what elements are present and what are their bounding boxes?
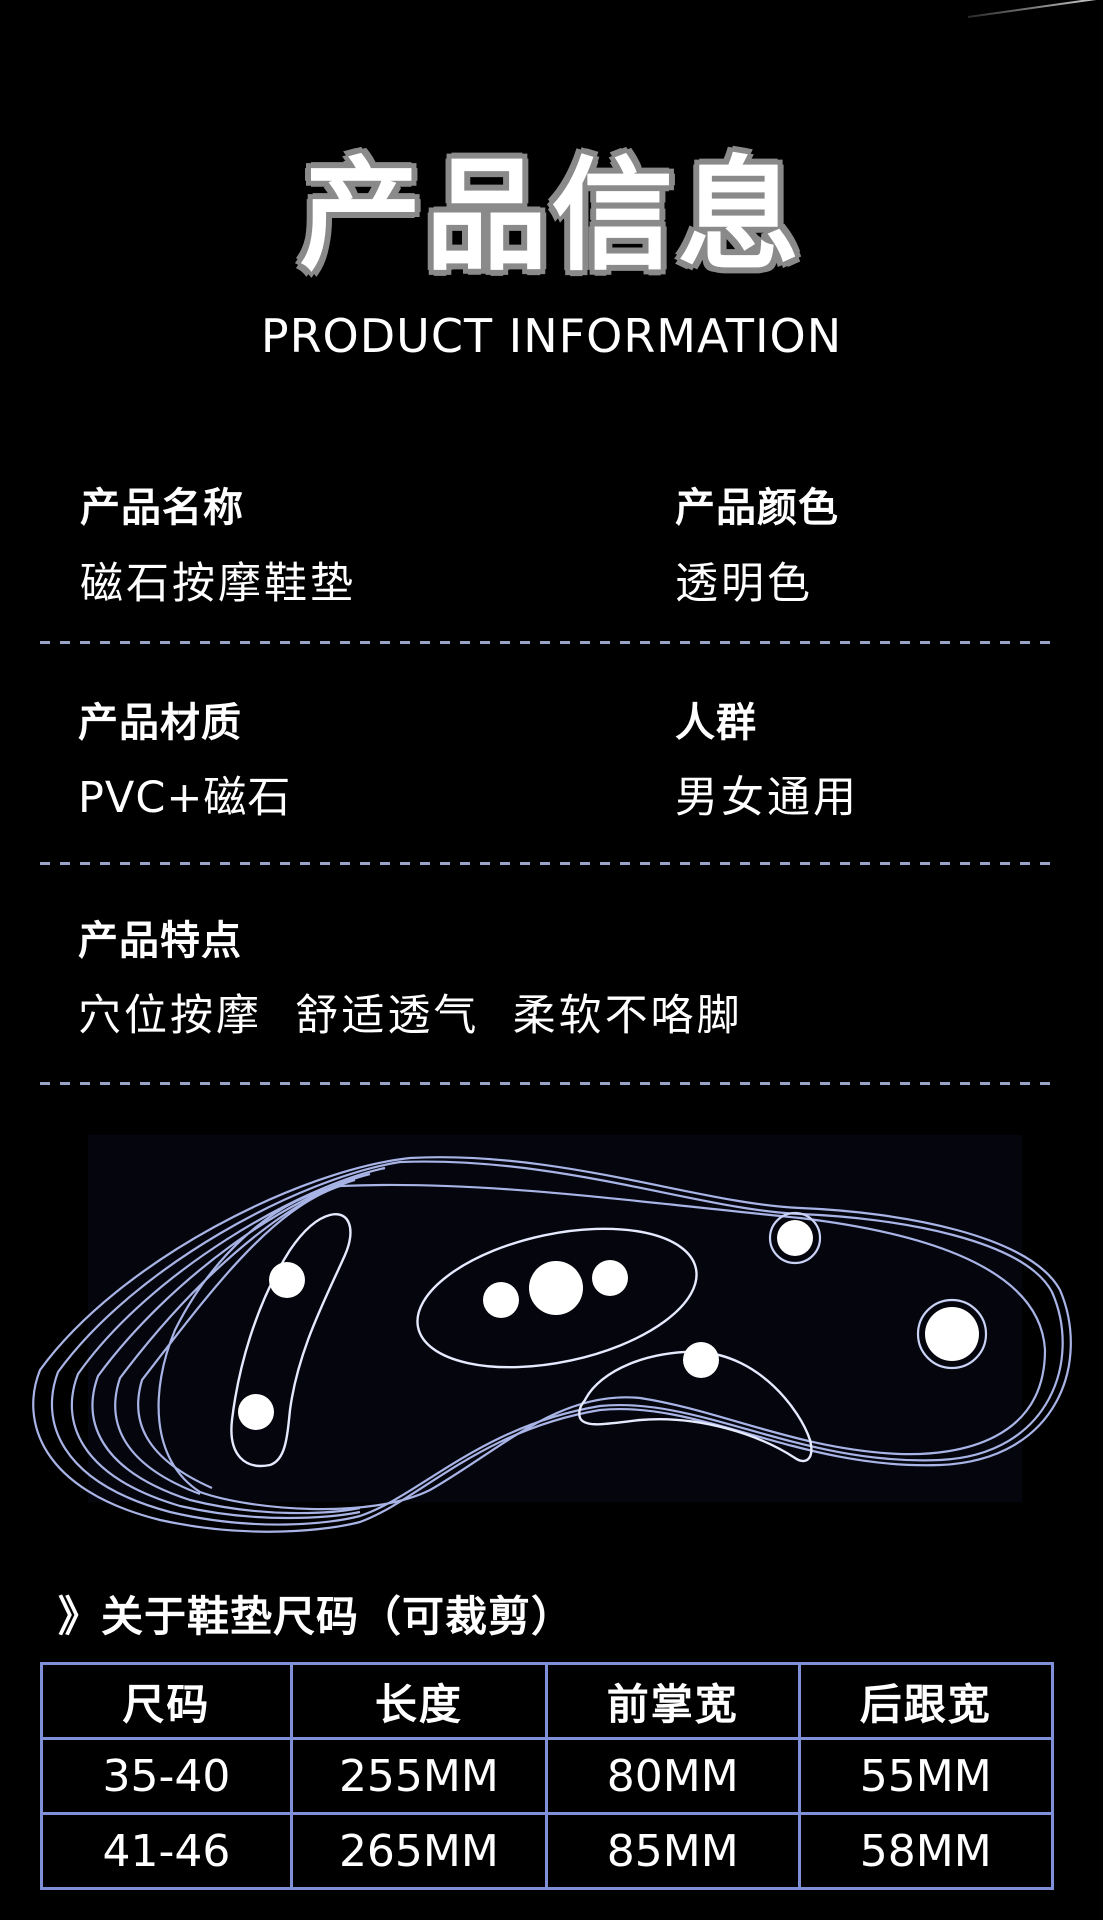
page-title: 产品信息	[299, 145, 804, 287]
acupoint-dot	[683, 1342, 719, 1378]
cell-length: 265MM	[289, 1812, 549, 1890]
column-header-size: 尺码	[40, 1662, 293, 1740]
acupoint-dot	[925, 1307, 979, 1361]
insole-diagram	[32, 1156, 1072, 1533]
size-table: 尺码 长度 前掌宽 后跟宽 35-40 255MM 80MM 55MM 41-4…	[40, 1662, 1054, 1890]
product-features-value: 穴位按摩 舒适透气 柔软不咯脚	[78, 991, 743, 1041]
cell-heel-width: 58MM	[797, 1812, 1054, 1890]
acupoint-dot	[269, 1262, 305, 1298]
divider	[40, 1082, 1056, 1085]
product-color-label: 产品颜色	[675, 485, 839, 531]
audience-label: 人群	[675, 700, 757, 746]
size-section-heading: 》关于鞋垫尺码（可裁剪）	[58, 1592, 575, 1641]
audience-value: 男女通用	[675, 773, 859, 823]
page-subtitle: PRODUCT INFORMATION	[260, 309, 843, 363]
divider	[40, 862, 1056, 865]
cell-forefoot-width: 80MM	[545, 1737, 801, 1815]
cell-length: 255MM	[289, 1737, 549, 1815]
table-row: 35-40 255MM 80MM 55MM	[40, 1737, 1054, 1815]
table-header-row: 尺码 长度 前掌宽 后跟宽	[40, 1662, 1054, 1740]
cell-heel-width: 55MM	[797, 1737, 1054, 1815]
table-row: 41-46 265MM 85MM 58MM	[40, 1812, 1054, 1890]
acupoint-dot	[529, 1261, 583, 1315]
acupoint-dot	[592, 1260, 628, 1296]
product-material-value: PVC+磁石	[78, 773, 292, 823]
column-header-heel-width: 后跟宽	[797, 1662, 1054, 1740]
acupoint-dot	[777, 1220, 813, 1256]
divider	[40, 641, 1056, 644]
cell-size: 41-46	[40, 1812, 293, 1890]
product-features-label: 产品特点	[78, 918, 242, 964]
column-header-forefoot-width: 前掌宽	[545, 1662, 801, 1740]
product-name-label: 产品名称	[80, 485, 244, 531]
product-color-value: 透明色	[675, 559, 813, 609]
decorative-corner-line	[967, 0, 1103, 18]
product-name-value: 磁石按摩鞋垫	[80, 559, 356, 609]
product-material-label: 产品材质	[78, 700, 242, 746]
cell-forefoot-width: 85MM	[545, 1812, 801, 1890]
acupoint-dot	[483, 1282, 519, 1318]
column-header-length: 长度	[289, 1662, 549, 1740]
acupoint-dot	[238, 1394, 274, 1430]
cell-size: 35-40	[40, 1737, 293, 1815]
diagram-background	[88, 1135, 1022, 1502]
